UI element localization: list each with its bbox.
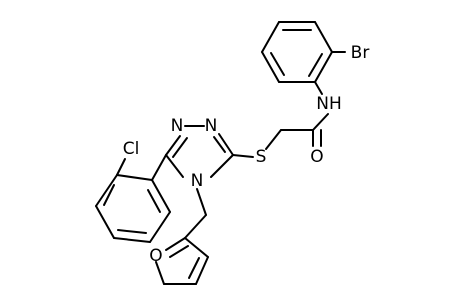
bond <box>314 51 333 83</box>
amide-nh-label: NH <box>316 94 342 114</box>
double-bond <box>308 53 323 77</box>
bond-c-n <box>314 81 323 95</box>
double-bond <box>213 136 226 153</box>
bond <box>155 261 165 285</box>
bond <box>210 154 234 178</box>
bond <box>165 237 186 251</box>
furan-oxygen-label: O <box>149 246 162 266</box>
bond-triazole-phenyl <box>151 154 167 181</box>
bond <box>261 21 280 53</box>
double-bond <box>218 133 234 156</box>
double-bond <box>147 189 161 213</box>
bond <box>116 174 153 181</box>
bond <box>165 154 184 178</box>
bond <box>151 179 171 213</box>
bond-s-c <box>232 154 254 158</box>
bond <box>149 211 171 243</box>
triazole-n2-label: N <box>171 116 184 136</box>
chlorophenyl-ring <box>95 174 171 243</box>
double-bond <box>188 257 200 279</box>
chlorine-label: Cl <box>123 139 140 159</box>
furan-ring <box>155 237 209 285</box>
bromine-label: Br <box>351 43 370 63</box>
bond-c-cl <box>116 158 126 176</box>
sulfur-label: S <box>256 147 267 167</box>
double-bond <box>270 52 285 76</box>
bond <box>113 237 151 243</box>
double-bond <box>117 229 147 234</box>
bond <box>165 135 181 156</box>
bond-n-c <box>312 113 329 131</box>
bond <box>314 21 333 53</box>
bond-ch2-s <box>265 129 282 150</box>
bond <box>95 205 115 239</box>
bond <box>184 237 209 258</box>
carbonyl-oxygen-label: O <box>310 147 323 167</box>
triazole-ring <box>165 125 234 178</box>
triazole-n1-label: N <box>205 116 218 136</box>
bromophenyl-ring <box>261 21 333 83</box>
bond <box>195 256 209 285</box>
bond <box>172 137 188 158</box>
double-bond <box>169 245 189 258</box>
bond <box>261 51 280 83</box>
double-bond <box>103 184 115 206</box>
triazole-n4-label: N <box>191 171 204 191</box>
bond-n-ch2 <box>196 188 207 216</box>
bond-ch2-furan <box>184 214 207 239</box>
bond <box>95 174 118 207</box>
